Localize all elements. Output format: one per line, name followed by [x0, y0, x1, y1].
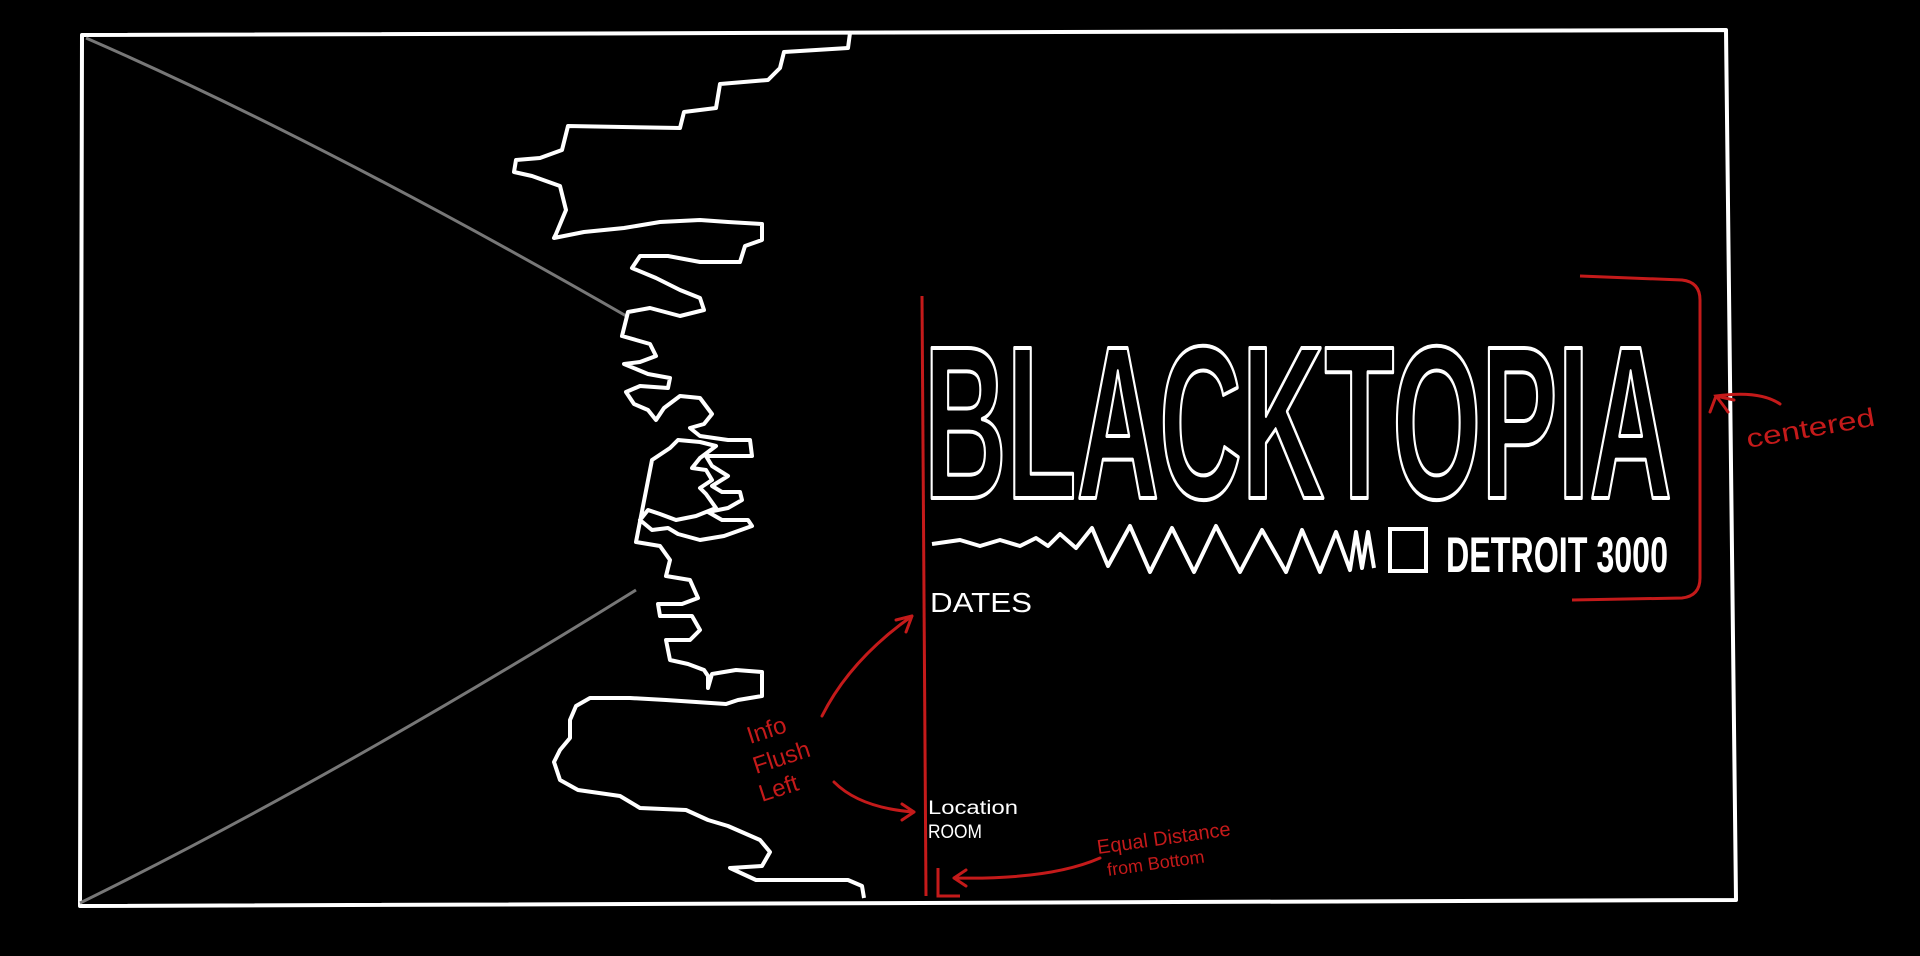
flush-left-guide — [920, 295, 928, 897]
guide-line-top — [85, 36, 629, 319]
room-label: ROOM — [928, 822, 982, 843]
dates-label: DATES — [930, 587, 1032, 618]
flush-left-arrow-down — [832, 780, 916, 822]
centered-arrow — [1708, 392, 1782, 414]
equal-distance-arrow — [952, 856, 1102, 888]
frame-border — [78, 28, 1738, 908]
subtitle-text: DETROIT 3000 — [1446, 527, 1668, 583]
flush-left-arrow-up — [820, 614, 914, 718]
centered-bracket — [1571, 274, 1702, 602]
centered-annotation: centered — [1744, 402, 1877, 454]
equal-distance-marker — [936, 868, 960, 898]
jagged-edge-shape — [512, 32, 866, 899]
squiggle-line — [931, 524, 1376, 574]
location-label: Location — [928, 798, 1018, 819]
title-text: BLACKTOPIA — [924, 302, 1672, 545]
guide-line-bottom — [79, 588, 637, 905]
square-mark — [1388, 527, 1428, 573]
